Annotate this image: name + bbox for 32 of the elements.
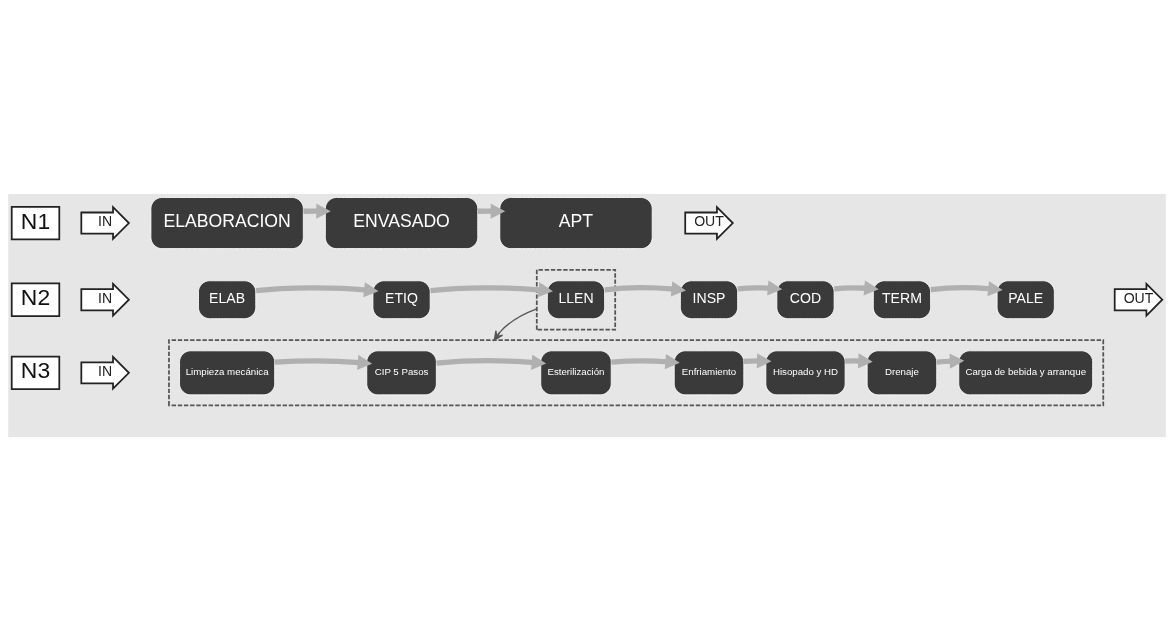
node-box: INSP <box>679 279 739 319</box>
node-box: ELAB <box>198 279 257 319</box>
arrow <box>493 307 538 341</box>
node-box: Esterilización <box>540 349 612 395</box>
arrow <box>930 280 1003 296</box>
arrow <box>430 281 553 297</box>
node-box: N2 <box>10 282 61 317</box>
arrow <box>255 281 379 297</box>
node-box: Drenaje <box>866 349 938 395</box>
node-box: ENVASADO <box>324 196 479 249</box>
arrow <box>845 352 873 369</box>
node-box: TERM <box>872 279 932 319</box>
node-box: LLEN <box>546 279 606 319</box>
arrow <box>611 353 680 369</box>
arrow <box>604 280 686 296</box>
arrow <box>274 354 373 370</box>
node-box: APT <box>499 196 653 249</box>
node-box: PALE <box>996 279 1055 319</box>
arrow <box>834 279 879 296</box>
node-box: N3 <box>10 355 61 390</box>
node-box: Hisopado y HD <box>765 349 846 395</box>
node-box: Carga de bebida y arranque <box>958 349 1094 395</box>
node-box: ETIQ <box>372 279 431 319</box>
node-box: COD <box>776 279 835 319</box>
node-box: Enfriamiento <box>673 349 745 395</box>
arrow <box>737 279 783 296</box>
node-box: Limpieza mecánica <box>179 349 276 395</box>
arrow <box>436 354 547 370</box>
node-box: CIP 5 Pasos <box>366 349 437 395</box>
node-box: ELABORACION <box>150 196 304 249</box>
cluster <box>168 338 1105 406</box>
node-box: N1 <box>10 205 61 240</box>
